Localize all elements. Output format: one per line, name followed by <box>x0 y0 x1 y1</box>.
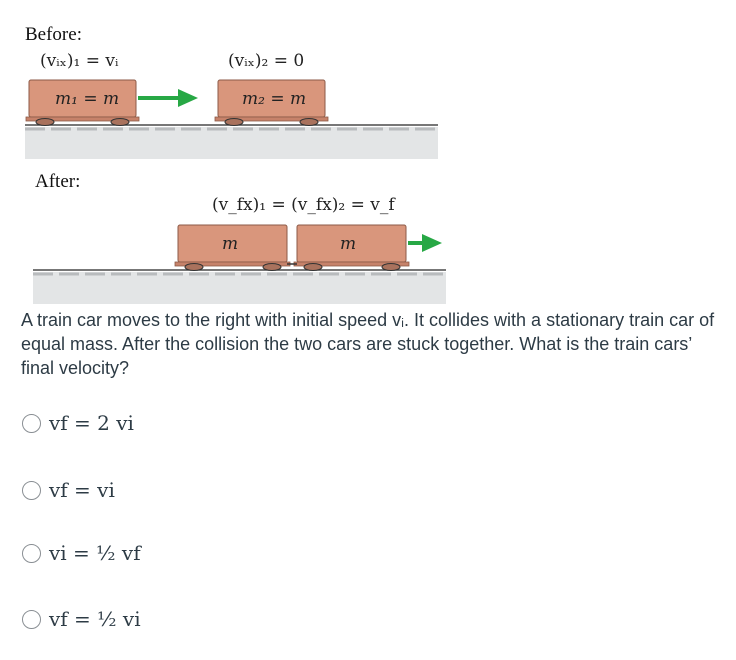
option-3[interactable]: vi = ½ vf <box>22 538 141 568</box>
radio-button-icon[interactable] <box>22 543 41 563</box>
before-car2-mass: m₂ = m <box>242 89 306 109</box>
before-label: Before: <box>25 24 82 45</box>
before-car-2: m₂ = m <box>214 79 329 126</box>
after-ground <box>33 272 446 304</box>
radio-button-icon[interactable] <box>22 609 41 629</box>
option-1[interactable]: vf = 2 vi <box>22 408 134 438</box>
option-2[interactable]: vf = vi <box>22 475 115 505</box>
before-car-1: m₁ = m <box>25 79 140 126</box>
after-car1-mass: m <box>222 234 238 254</box>
after-car-1: m <box>174 224 291 271</box>
before-car2-velocity: (vᵢₓ)₂ = 0 <box>228 51 304 71</box>
after-label: After: <box>35 171 80 192</box>
question-text: A train car moves to the right with init… <box>21 310 715 378</box>
after-velocity-arrow <box>408 234 442 252</box>
option-2-label: vf = vi <box>49 478 115 502</box>
option-4[interactable]: vf = ½ vi <box>22 604 141 634</box>
option-1-label: vf = 2 vi <box>49 411 134 435</box>
before-car1-mass: m₁ = m <box>55 89 119 109</box>
before-car1-velocity: (vᵢₓ)₁ = vᵢ <box>40 51 119 71</box>
after-car-2: m <box>293 224 410 271</box>
collision-diagram: Before: (vᵢₓ)₁ = vᵢ (vᵢₓ)₂ = 0 m₁ = m m₂… <box>25 24 446 304</box>
before-ground <box>25 127 438 159</box>
after-velocity: (v_fx)₁ = (v_fx)₂ = v_f <box>212 195 396 215</box>
option-4-label: vf = ½ vi <box>49 607 141 631</box>
radio-button-icon[interactable] <box>22 413 41 433</box>
radio-button-icon[interactable] <box>22 480 41 500</box>
before-velocity-arrow <box>138 89 198 107</box>
option-3-label: vi = ½ vf <box>49 541 141 565</box>
after-car2-mass: m <box>340 234 356 254</box>
